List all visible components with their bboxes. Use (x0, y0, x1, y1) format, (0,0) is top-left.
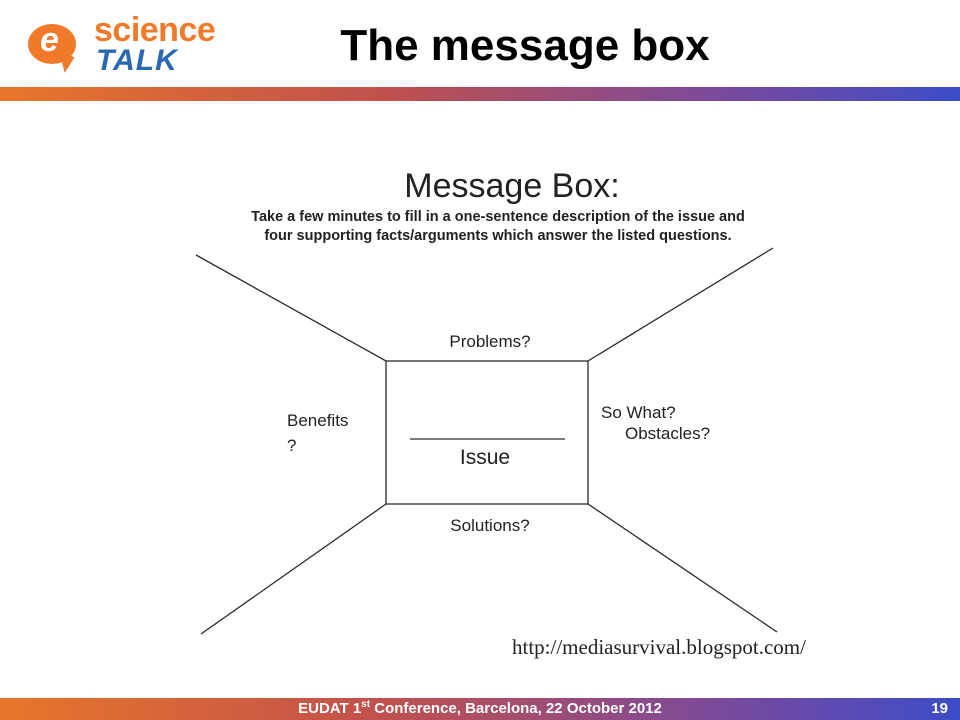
diagram-heading: Message Box: (404, 167, 619, 205)
slide-title: The message box (340, 21, 710, 70)
logo-word-science: science (94, 11, 216, 49)
logo-speech-bubble-icon (28, 24, 76, 64)
source-url: http://mediasurvival.blogspot.com/ (512, 635, 806, 659)
label-so-what: So What? (601, 403, 676, 422)
footer-ordinal-suffix: st (361, 699, 371, 710)
diagram-description-line-2: four supporting facts/arguments which an… (264, 228, 731, 244)
corner-line-top-left (195, 254, 387, 362)
logo-letter-e: e (40, 21, 59, 59)
footer-text-part-2: Conference, Barcelona, 22 October 2012 (370, 700, 662, 717)
issue-box (385, 360, 589, 505)
logo-word-talk: TALK (96, 44, 178, 77)
page-number: 19 (931, 700, 948, 717)
footer-text-part-1: EUDAT 1 (298, 700, 362, 717)
footer-gradient-bar (0, 698, 960, 720)
diagram-description-line-1: Take a few minutes to fill in a one-sent… (251, 209, 745, 225)
corner-line-bottom-right (587, 503, 778, 633)
label-obstacles: Obstacles? (625, 424, 710, 443)
label-benefits: Benefits (287, 411, 348, 430)
label-solutions: Solutions? (450, 516, 529, 535)
label-issue: Issue (460, 446, 510, 469)
label-problems: Problems? (449, 332, 530, 351)
corner-line-bottom-left (200, 503, 387, 635)
escience-talk-logo: e science TALK (26, 11, 226, 77)
header-gradient-bar (0, 87, 960, 101)
corner-line-top-right (587, 247, 774, 362)
footer-conference-text: EUDAT 1st Conference, Barcelona, 22 Octo… (230, 698, 730, 720)
label-benefits-question-mark: ? (287, 436, 296, 455)
